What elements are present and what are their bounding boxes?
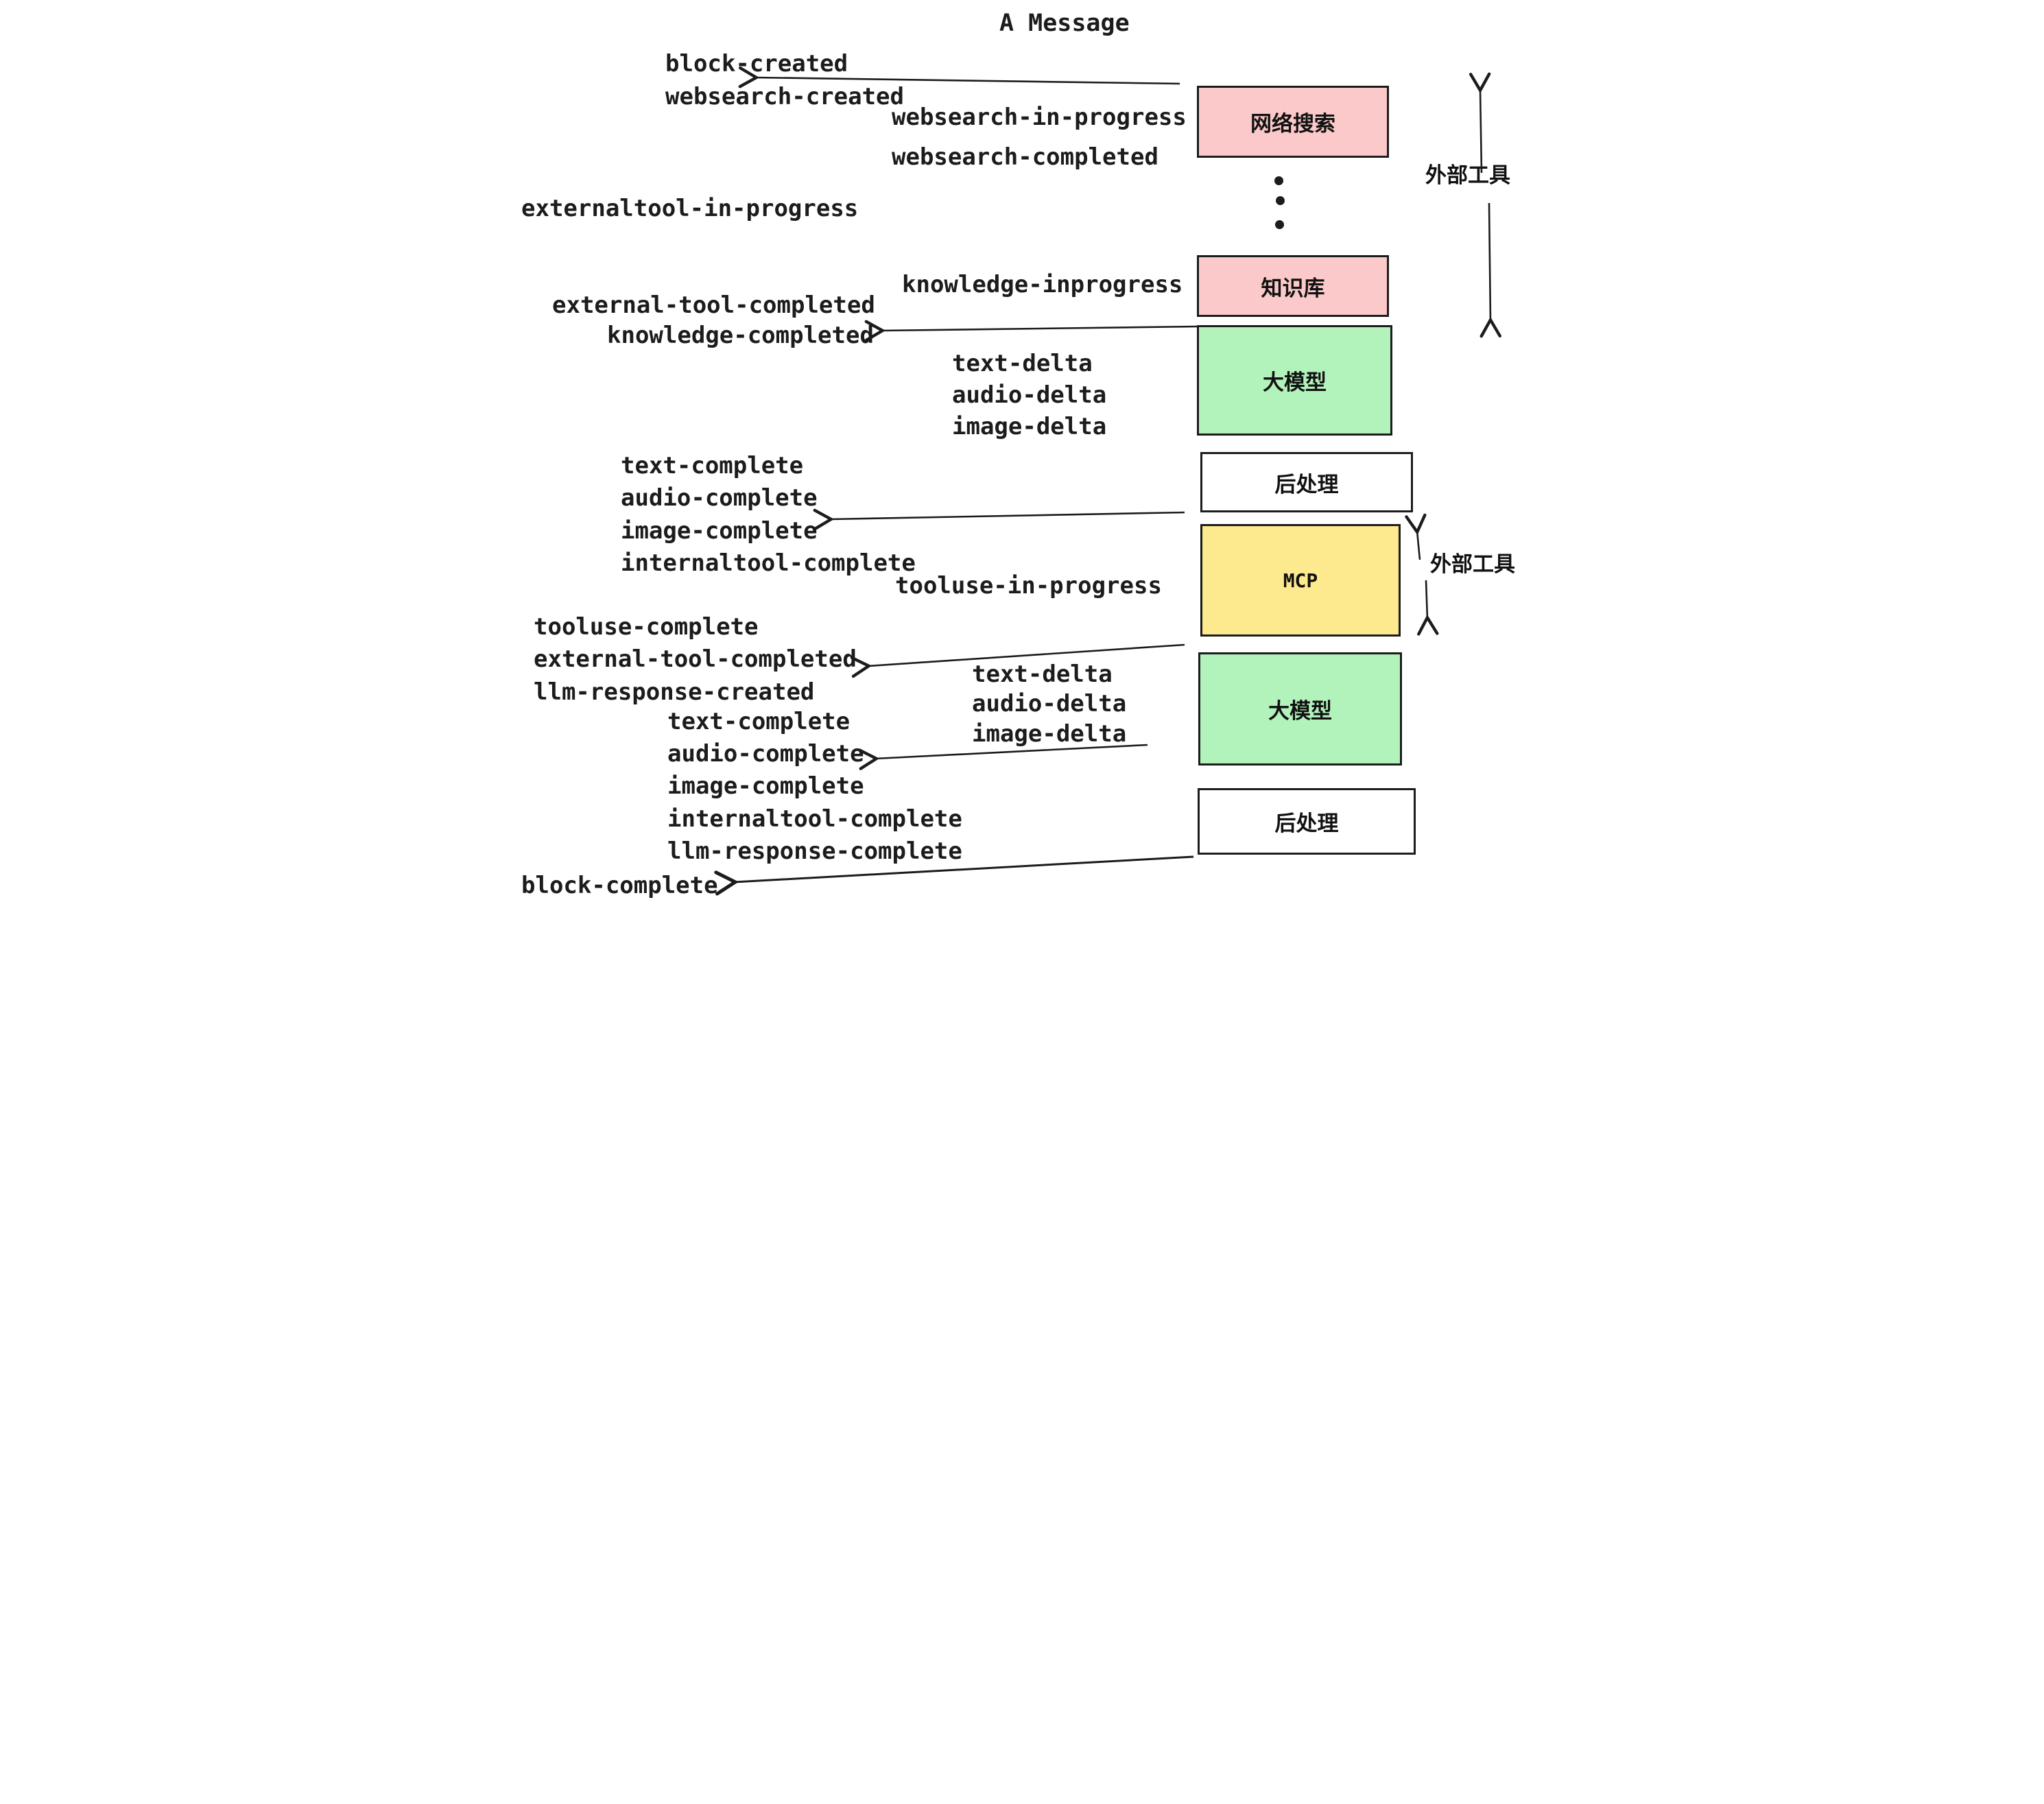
event-external-tool-completed: external-tool-completed xyxy=(552,292,875,319)
event-block-created: block-created xyxy=(665,50,848,78)
box-knowledge-label: 知识库 xyxy=(1261,276,1325,301)
event-text-delta: text-delta xyxy=(952,350,1093,377)
arrow-external-tools-2-down-icon xyxy=(1417,580,1439,636)
box-postprocess-1: 后处理 xyxy=(1200,452,1413,512)
box-llm-2-label: 大模型 xyxy=(1268,699,1332,724)
box-postprocess-2-label: 后处理 xyxy=(1274,811,1339,836)
event-internaltool-complete-2: internaltool-complete xyxy=(667,805,962,833)
box-websearch: 网络搜索 xyxy=(1197,86,1389,158)
box-mcp: MCP xyxy=(1200,524,1401,637)
event-websearch-in-progress: websearch-in-progress xyxy=(892,104,1187,131)
arrow-external-tools-2-up-icon xyxy=(1405,513,1427,560)
external-tools-label-1: 外部工具 xyxy=(1425,163,1510,188)
event-tooluse-in-progress: tooluse-in-progress xyxy=(895,572,1162,600)
box-postprocess-2: 后处理 xyxy=(1198,788,1416,855)
message-flow-diagram: A Message block-created websearch-create… xyxy=(511,0,1533,902)
box-llm-1: 大模型 xyxy=(1197,325,1392,436)
event-image-complete-2: image-complete xyxy=(667,772,864,800)
vertical-ellipsis-dot xyxy=(1275,220,1284,229)
event-audio-complete-2: audio-complete xyxy=(667,740,864,768)
event-text-complete: text-complete xyxy=(621,452,804,479)
box-knowledge: 知识库 xyxy=(1197,255,1389,317)
box-postprocess-1-label: 后处理 xyxy=(1274,472,1339,497)
event-websearch-created: websearch-created xyxy=(665,83,904,110)
event-image-delta: image-delta xyxy=(952,413,1107,440)
event-audio-delta: audio-delta xyxy=(952,381,1107,409)
external-tools-label-2: 外部工具 xyxy=(1430,552,1515,577)
page-title: A Message xyxy=(999,10,1130,37)
event-websearch-completed: websearch-completed xyxy=(892,143,1158,171)
event-tooluse-complete: tooluse-complete xyxy=(534,613,759,641)
box-llm-1-label: 大模型 xyxy=(1263,370,1327,395)
vertical-ellipsis-dot xyxy=(1276,196,1285,205)
arrow-image-complete-icon xyxy=(813,508,1185,531)
event-llm-response-created: llm-response-created xyxy=(534,678,815,706)
event-audio-complete: audio-complete xyxy=(621,484,818,512)
arrow-knowledge-completed-icon xyxy=(864,320,1198,342)
event-external-tool-completed-2: external-tool-completed xyxy=(534,645,857,673)
event-image-delta-2: image-delta xyxy=(972,720,1127,748)
arrow-external-tools-1-down-icon xyxy=(1479,202,1501,338)
event-externaltool-in-progress: externaltool-in-progress xyxy=(521,195,859,222)
event-image-complete: image-complete xyxy=(621,517,818,545)
vertical-ellipsis-dot xyxy=(1274,176,1283,185)
event-knowledge-inprogress: knowledge-inprogress xyxy=(902,271,1183,298)
event-text-delta-2: text-delta xyxy=(972,661,1113,688)
box-mcp-label: MCP xyxy=(1283,569,1318,592)
box-llm-2: 大模型 xyxy=(1198,652,1402,765)
event-text-complete-2: text-complete xyxy=(667,708,851,735)
event-block-complete: block-complete xyxy=(521,872,718,899)
event-audio-delta-2: audio-delta xyxy=(972,690,1127,717)
event-internaltool-complete: internaltool-complete xyxy=(621,549,916,577)
event-knowledge-completed: knowledge-completed xyxy=(607,322,874,349)
event-llm-response-complete: llm-response-complete xyxy=(667,838,962,865)
box-websearch-label: 网络搜索 xyxy=(1250,112,1335,137)
